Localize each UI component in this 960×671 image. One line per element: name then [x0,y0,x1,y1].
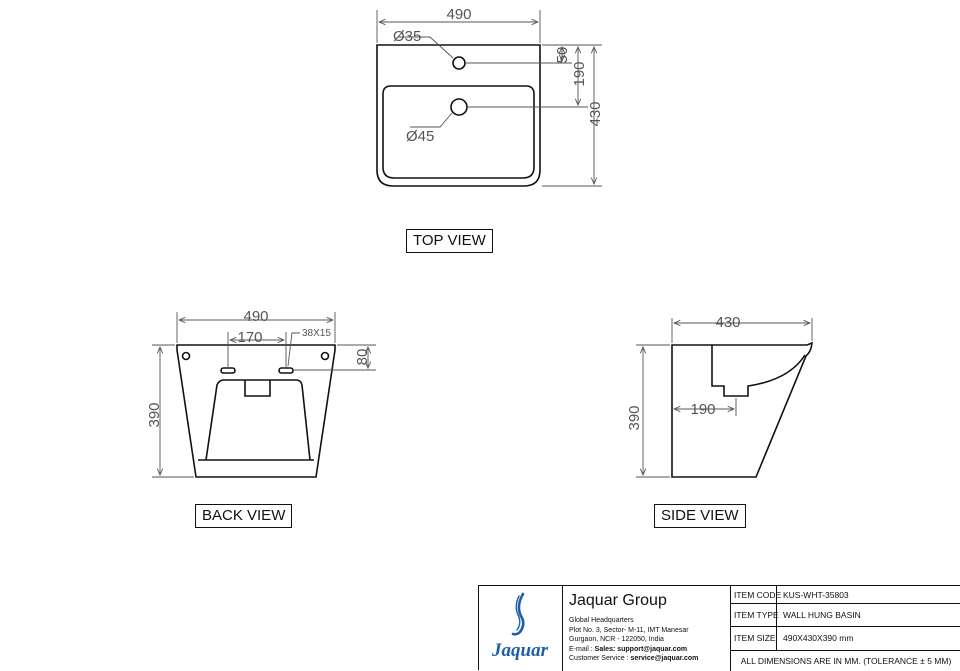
waste-offset-dim: 190 [571,61,588,86]
jaquar-logo-icon: Jaquar [491,592,549,661]
side-depth-dim: 430 [715,314,740,331]
top-view-drawing [376,44,541,187]
side-height-dim: 390 [626,405,643,430]
company-address: Global Headquarters Plot No. 3, Sector- … [569,616,698,664]
service-value: service@jaquar.com [630,655,699,662]
address-line: Plot No. 3, Sector- M-11, IMT Manesar [569,626,689,634]
top-view-label: TOP VIEW [406,229,493,253]
item-size-value: 490X430X390 mm [783,633,854,643]
company-info: Jaquar Group Global Headquarters Plot No… [563,586,731,671]
item-type-value: WALL HUNG BASIN [783,609,861,620]
side-view-drawing [671,341,813,478]
email-prefix: E-mail : [569,645,595,653]
item-size-row: ITEM SIZE 490X430X390 mm [731,626,960,651]
dimension-note: ALL DIMENSIONS ARE IN MM. (TOLERANCE ± 5… [740,655,952,666]
tap-hole-dim: Ø35 [393,28,421,45]
item-type-label: ITEM TYPE [731,603,779,626]
email-line: E-mail : Sales: support@jaquar.com [569,645,698,655]
company-name: Jaquar Group [569,592,667,609]
side-view-label: SIDE VIEW [654,504,746,528]
waste-hole-dim: Ø45 [406,128,434,145]
fixing-height-dim: 80 [354,349,371,366]
email-value: Sales: support@jaquar.com [594,645,688,653]
top-depth-dim: 430 [587,101,604,126]
item-code-value: KUS-WHT-35803 [783,589,849,600]
item-code-row: ITEM CODE KUS-WHT-35803 [731,586,960,604]
tap-offset-dim: 50 [554,47,571,64]
back-view-label: BACK VIEW [195,504,293,528]
title-block: Jaquar Jaquar Group Global Headquarters … [478,585,960,671]
logo-text: Jaquar [491,640,549,661]
company-logo: Jaquar [479,586,563,671]
service-prefix: Customer Service : [569,655,631,662]
slot-dim: 38X15 [302,328,331,339]
service-line: Customer Service : service@jaquar.com [569,654,698,664]
address-line: Gurgaon, NCR - 122050, India [569,636,664,643]
top-view-dimensions [376,10,602,187]
back-view-drawing [176,344,336,478]
back-height-dim: 390 [146,402,163,427]
fixing-spacing-dim: 170 [237,329,262,346]
back-view-dimensions [152,312,376,478]
side-view-dimensions [636,318,813,478]
item-type-row: ITEM TYPE WALL HUNG BASIN [731,603,960,627]
item-size-label: ITEM SIZE [731,626,777,650]
back-width-dim: 490 [243,308,268,325]
tap-hole [452,56,466,70]
address-line: Global Headquarters [569,617,634,624]
top-width-dim: 490 [446,6,471,23]
item-code-label: ITEM CODE [731,586,781,603]
side-waste-dim: 190 [690,401,715,418]
waste-hole [450,98,468,116]
